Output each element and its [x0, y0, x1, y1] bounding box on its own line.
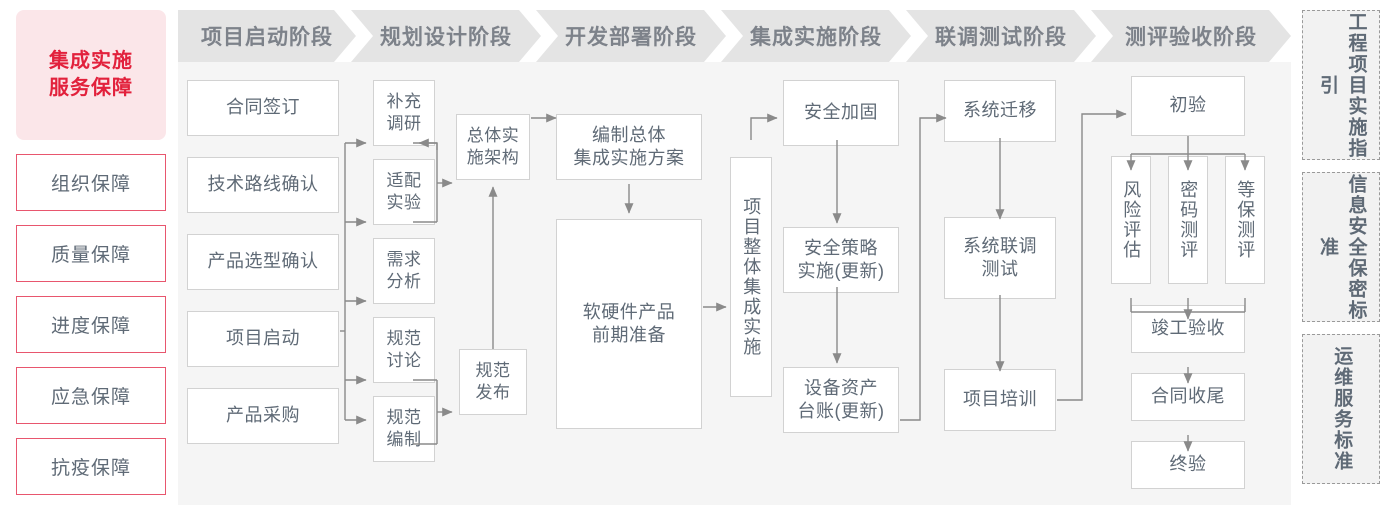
node-label-line1: 规范: [386, 328, 422, 348]
phase-body-2: 补充调研 适配实验 需求分析 规范讨论 规范编制 总体实施架构 规范发布: [351, 62, 541, 505]
node-overall-integration-plan[interactable]: 编制总体集成实施方案: [556, 114, 702, 180]
phase-header-6: 测评验收阶段: [1091, 10, 1291, 62]
guarantee-item-organization[interactable]: 组织保障: [16, 154, 166, 211]
node-asset-ledger-update[interactable]: 设备资产台账(更新): [783, 367, 899, 433]
node-product-procurement[interactable]: 产品采购: [187, 388, 339, 444]
phase-body-1: 合同签订 技术路线确认 产品选型确认 项目启动 产品采购: [178, 62, 356, 505]
node-label-line1: 设备资产: [804, 377, 878, 398]
node-contract-signing[interactable]: 合同签订: [187, 80, 339, 136]
node-label-line2: 施架构: [466, 148, 520, 167]
phase-header-2: 规划设计阶段: [351, 10, 541, 62]
phase-column-1: 项目启动阶段 合同签订 技术路线确认 产品选型确认 项目启动 产品采购: [178, 10, 356, 505]
phase-body-3: 编制总体集成实施方案 软硬件产品前期准备: [536, 62, 726, 505]
node-project-training[interactable]: 项目培训: [944, 369, 1056, 431]
node-label-line1: 需求: [386, 249, 422, 269]
node-security-policy-implementation[interactable]: 安全策略实施(更新): [783, 227, 899, 293]
node-label-line1: 编制总体: [592, 124, 666, 145]
guarantee-title-line2: 服务保障: [49, 77, 133, 99]
node-preliminary-acceptance[interactable]: 初验: [1131, 76, 1245, 136]
phase-body-4: 项目整体集成实施 安全加固 安全策略实施(更新) 设备资产台账(更新): [721, 62, 911, 505]
standard-label-engineering: 工程项目实施指引: [1317, 11, 1367, 159]
phase-header-3: 开发部署阶段: [536, 10, 726, 62]
node-label-line2: 实施(更新): [797, 261, 885, 281]
node-spec-discussion[interactable]: 规范讨论: [373, 317, 435, 383]
phase-column-5: 联调测试阶段 系统迁移 系统联调测试 项目培训: [906, 10, 1096, 505]
phase-header-4: 集成实施阶段: [721, 10, 911, 62]
node-label-line2: 调研: [386, 114, 422, 133]
node-spec-drafting[interactable]: 规范编制: [373, 396, 435, 462]
node-supplementary-research[interactable]: 补充调研: [373, 80, 435, 146]
node-label-line1: 适配: [386, 170, 422, 190]
guarantee-title-line1: 集成实施: [49, 50, 133, 72]
standard-card-engineering[interactable]: 工程项目实施指引: [1302, 10, 1380, 160]
node-label-line1: 规范: [475, 360, 511, 380]
node-overall-project-integration[interactable]: 项目整体集成实施: [730, 157, 772, 397]
node-overall-implementation-architecture[interactable]: 总体实施架构: [456, 114, 530, 180]
standard-label-ops: 运维服务标准: [1331, 346, 1353, 472]
node-label-line2: 讨论: [386, 351, 422, 370]
node-label-line1: 总体实: [466, 125, 520, 145]
guarantee-item-emergency[interactable]: 应急保障: [16, 367, 166, 424]
node-label-line1: 软硬件产品: [582, 301, 676, 322]
node-spec-release[interactable]: 规范发布: [459, 349, 527, 415]
guarantee-item-quality[interactable]: 质量保障: [16, 225, 166, 282]
node-classified-protection-evaluation[interactable]: 等保测评: [1225, 156, 1265, 284]
node-label-line2: 集成实施方案: [573, 148, 685, 168]
node-label-line1: 补充: [386, 91, 422, 111]
node-project-kickoff[interactable]: 项目启动: [187, 311, 339, 367]
node-system-joint-test[interactable]: 系统联调测试: [944, 217, 1056, 299]
node-label-line1: 规范: [386, 407, 422, 427]
node-security-hardening[interactable]: 安全加固: [783, 80, 899, 146]
phase-column-2: 规划设计阶段 补充调研 适配实验 需求分析 规范讨论 规范编制 总体实施架构 规…: [351, 10, 541, 505]
phase-column-3: 开发部署阶段 编制总体集成实施方案 软硬件产品前期准备: [536, 10, 726, 505]
node-cryptography-evaluation[interactable]: 密码测评: [1168, 156, 1208, 284]
guarantee-title: 集成实施 服务保障: [16, 10, 166, 140]
phase-column-4: 集成实施阶段 项目整体集成实施 安全加固 安全策略实施(更新) 设备资产台账(更…: [721, 10, 911, 505]
node-label-line2: 前期准备: [592, 325, 666, 345]
node-final-acceptance[interactable]: 终验: [1131, 441, 1245, 489]
node-label-line2: 发布: [475, 383, 511, 402]
node-product-selection[interactable]: 产品选型确认: [187, 234, 339, 290]
node-label-line2: 实验: [386, 193, 422, 212]
node-adaptation-test[interactable]: 适配实验: [373, 159, 435, 225]
node-hw-sw-preparation[interactable]: 软硬件产品前期准备: [556, 219, 702, 429]
guarantee-item-epidemic[interactable]: 抗疫保障: [16, 438, 166, 495]
standard-card-security[interactable]: 信息安全保密标准: [1302, 172, 1380, 322]
phase-header-5: 联调测试阶段: [906, 10, 1096, 62]
node-requirement-analysis[interactable]: 需求分析: [373, 238, 435, 304]
guarantee-item-schedule[interactable]: 进度保障: [16, 296, 166, 353]
phase-body-5: 系统迁移 系统联调测试 项目培训: [906, 62, 1096, 505]
phase-header-1: 项目启动阶段: [178, 10, 356, 62]
node-label-line2: 测试: [981, 259, 1019, 279]
phase-body-6: 初验 风险评估 密码测评 等保测评 竣工验收 合同收尾 终验: [1091, 62, 1291, 505]
node-completion-acceptance[interactable]: 竣工验收: [1131, 305, 1245, 353]
node-contract-closeout[interactable]: 合同收尾: [1131, 373, 1245, 421]
standard-card-ops[interactable]: 运维服务标准: [1302, 334, 1380, 484]
node-label-line1: 系统联调: [963, 235, 1037, 256]
phase-column-6: 测评验收阶段 初验 风险评估 密码测评 等保测评 竣工验收 合同收尾 终验: [1091, 10, 1291, 505]
standard-label-security: 信息安全保密标准: [1317, 173, 1367, 321]
node-label-line2: 编制: [386, 430, 422, 449]
node-label-line2: 台账(更新): [797, 401, 885, 421]
guarantee-sidebar: 集成实施 服务保障 组织保障 质量保障 进度保障 应急保障 抗疫保障: [16, 10, 166, 495]
node-label-line1: 安全策略: [804, 237, 878, 258]
node-tech-route-confirm[interactable]: 技术路线确认: [187, 157, 339, 213]
node-risk-assessment[interactable]: 风险评估: [1111, 156, 1151, 284]
standards-sidebar: 工程项目实施指引 信息安全保密标准 运维服务标准: [1302, 10, 1380, 484]
node-system-migration[interactable]: 系统迁移: [944, 80, 1056, 142]
node-label-line2: 分析: [386, 272, 422, 291]
